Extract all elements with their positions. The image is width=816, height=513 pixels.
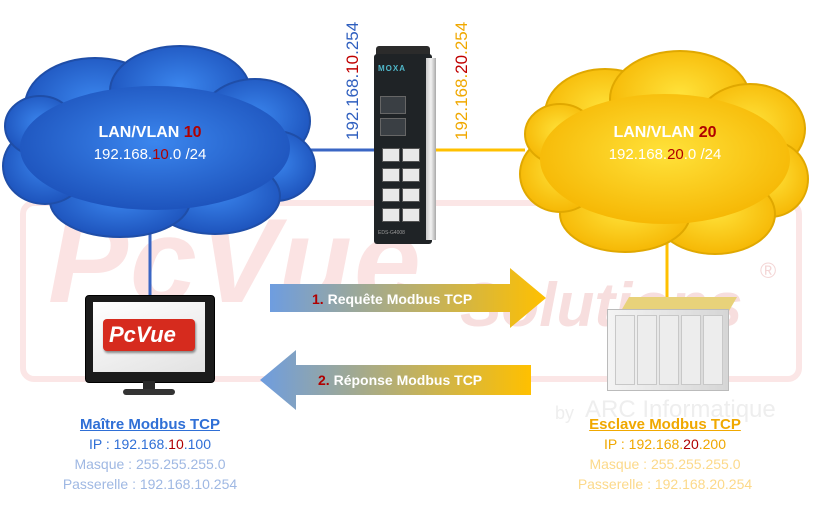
watermark-company: ARC Informatique bbox=[585, 396, 776, 423]
master-monitor: PcVue bbox=[85, 295, 215, 405]
monitor-logo: PcVue bbox=[103, 319, 195, 351]
slave-mask: Masque : 255.255.255.0 bbox=[589, 456, 741, 472]
plc-module bbox=[659, 315, 679, 385]
network-switch: MOXA EDS-G4008 bbox=[370, 46, 436, 246]
slave-plc bbox=[605, 295, 738, 410]
left-cloud-title: LAN/VLAN 10 bbox=[98, 124, 202, 141]
master-title: Maître Modbus TCP bbox=[79, 416, 220, 433]
switch-rj45-port bbox=[402, 188, 420, 202]
monitor-stand bbox=[123, 389, 175, 395]
switch-brand-label: MOXA bbox=[378, 64, 406, 73]
plc-module bbox=[703, 315, 723, 385]
switch-left-ip: 192.168.10.254 bbox=[343, 21, 362, 140]
response-label: 2. Réponse Modbus TCP bbox=[318, 372, 483, 388]
watermark-by: by bbox=[555, 403, 575, 423]
right-cloud bbox=[519, 50, 809, 255]
switch-side-rail bbox=[426, 58, 436, 240]
slave-gateway: Passerelle : 192.168.20.254 bbox=[577, 476, 753, 492]
switch-rj45-port bbox=[382, 208, 400, 222]
left-cloud bbox=[2, 45, 316, 238]
switch-sfp-port-1 bbox=[380, 96, 406, 114]
watermark-registered: ® bbox=[760, 258, 777, 283]
switch-rj45-port bbox=[382, 148, 400, 162]
switch-rj45-port bbox=[402, 148, 420, 162]
plc-module bbox=[615, 315, 635, 385]
right-cloud-title: LAN/VLAN 20 bbox=[613, 124, 717, 141]
request-arrow bbox=[270, 268, 546, 328]
slave-title: Esclave Modbus TCP bbox=[589, 416, 741, 433]
slave-ip: IP : 192.168.20.200 bbox=[604, 436, 726, 452]
right-vlan-number: 20 bbox=[698, 124, 717, 141]
plc-module bbox=[637, 315, 657, 385]
switch-rj45-port bbox=[382, 168, 400, 182]
switch-right-ip: 192.168.20.254 bbox=[452, 21, 471, 140]
master-caption: Maître Modbus TCP IP : 192.168.10.100 Ma… bbox=[30, 416, 270, 492]
left-cloud-network: 192.168.10.0 /24 bbox=[93, 146, 207, 163]
monitor-logo-text: PcVue bbox=[109, 322, 176, 347]
switch-rj45-port bbox=[402, 208, 420, 222]
switch-sfp-port-2 bbox=[380, 118, 406, 136]
slave-caption: Esclave Modbus TCP IP : 192.168.20.200 M… bbox=[545, 416, 785, 492]
right-cloud-labels: LAN/VLAN 20 192.168.20.0 /24 bbox=[535, 124, 795, 163]
plc-module bbox=[681, 315, 701, 385]
right-cloud-network: 192.168.20.0 /24 bbox=[608, 146, 722, 163]
switch-rj45-port bbox=[402, 168, 420, 182]
response-arrow bbox=[260, 350, 531, 410]
monitor-neck bbox=[143, 381, 155, 389]
request-label: 1. Requête Modbus TCP bbox=[312, 291, 473, 307]
left-cloud-labels: LAN/VLAN 10 192.168.10.0 /24 bbox=[20, 124, 280, 163]
switch-rj45-port bbox=[382, 188, 400, 202]
switch-model-label: EDS-G4008 bbox=[378, 230, 405, 236]
left-vlan-number: 10 bbox=[183, 124, 202, 141]
master-ip: IP : 192.168.10.100 bbox=[89, 436, 211, 452]
master-gateway: Passerelle : 192.168.10.254 bbox=[62, 476, 238, 492]
master-mask: Masque : 255.255.255.0 bbox=[74, 456, 226, 472]
